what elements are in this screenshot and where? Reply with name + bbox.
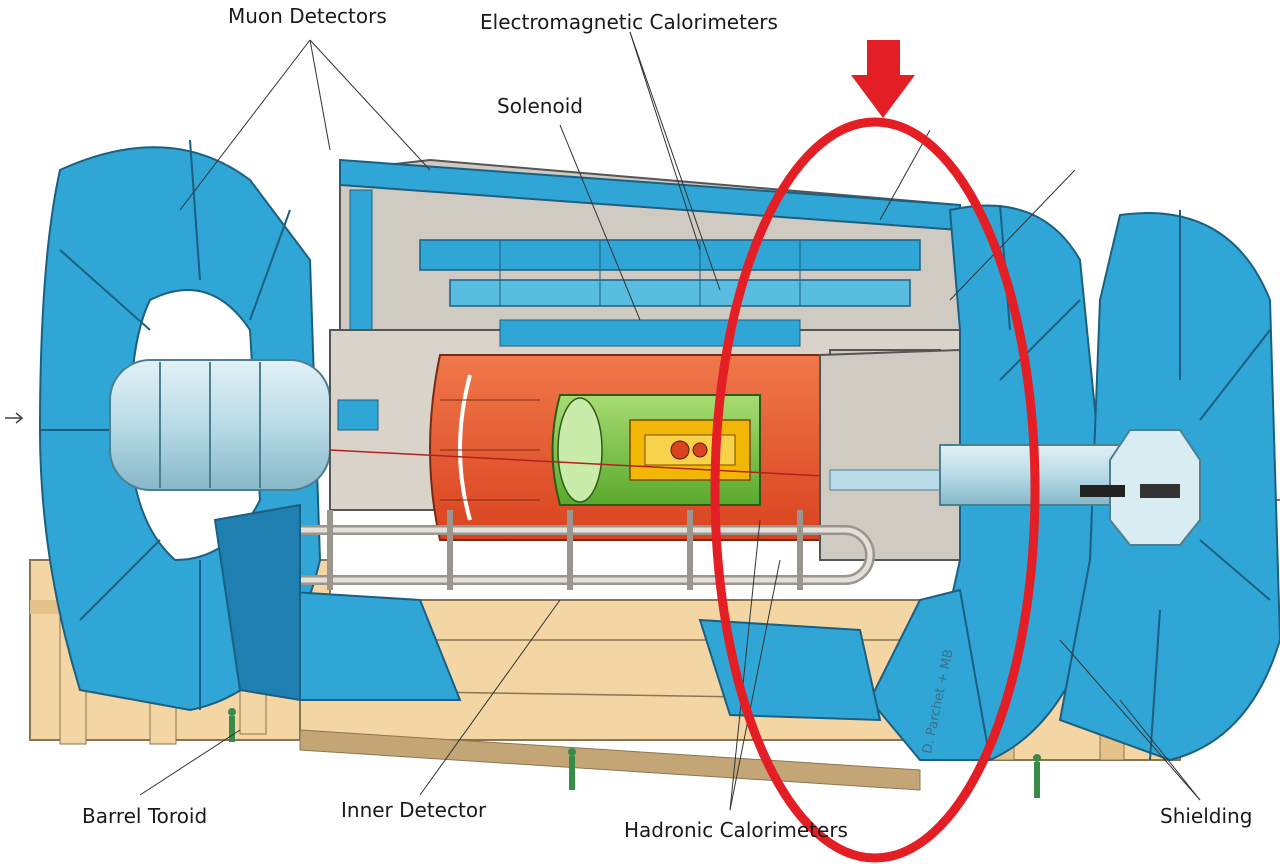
label-solenoid: Solenoid — [497, 94, 583, 118]
leader-lines — [139, 31, 1201, 811]
right-beam-pipe — [939, 429, 1201, 546]
person-figures — [228, 708, 1041, 798]
beam-arrow-icon — [5, 412, 24, 424]
label-em-calorimeters: Electromagnetic Calorimeters — [480, 10, 778, 34]
label-barrel-toroid: Barrel Toroid — [82, 804, 208, 828]
label-shielding: Shielding — [1160, 804, 1253, 828]
label-hadronic-calorimeters: Hadronic Calorimeters — [624, 818, 848, 842]
left-forward-cylinder — [109, 359, 331, 491]
label-inner-detector: Inner Detector — [341, 798, 487, 822]
down-arrow-icon — [851, 40, 915, 118]
label-muon-detectors: Muon Detectors — [228, 4, 387, 28]
highlight-ellipse — [710, 117, 1040, 863]
